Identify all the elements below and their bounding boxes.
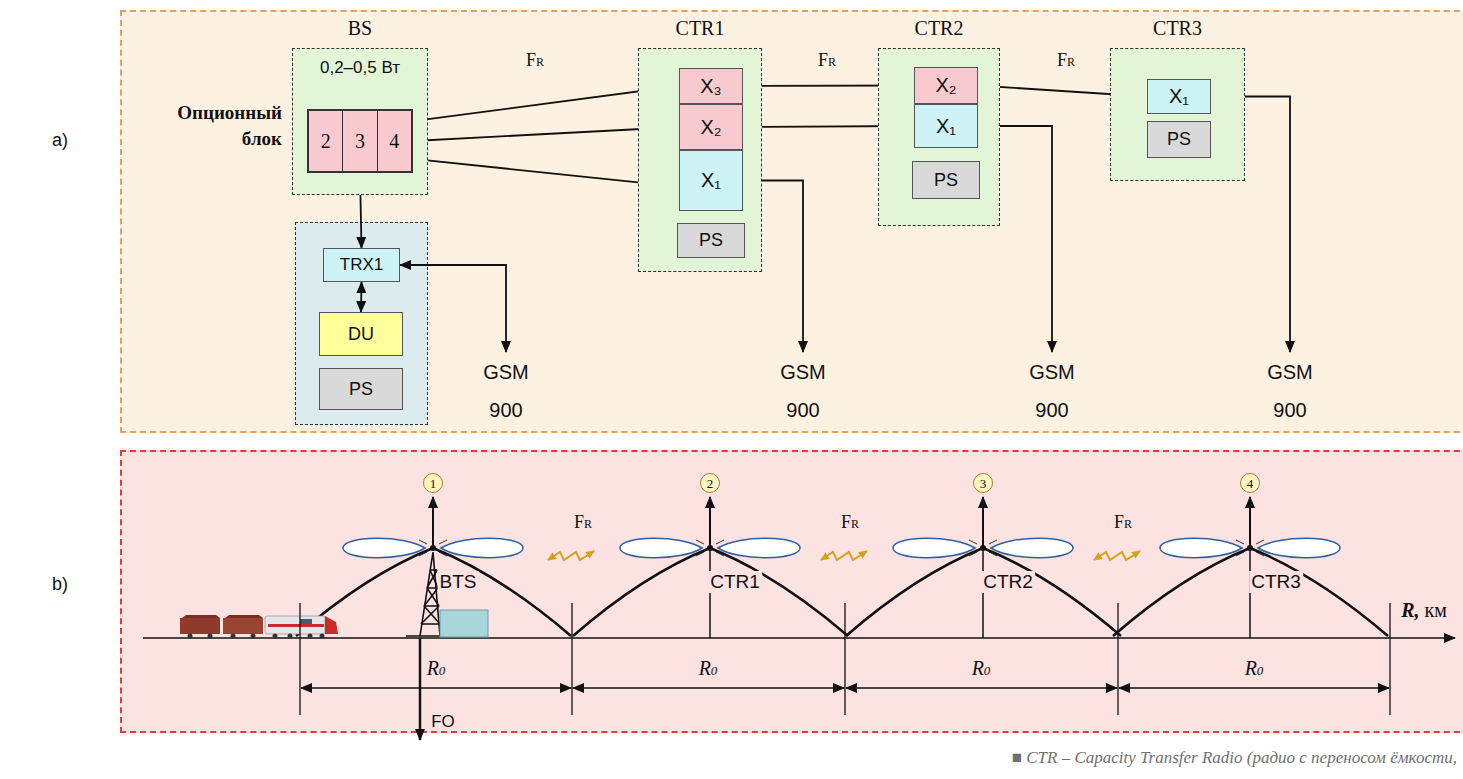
panel-letter: a) <box>52 130 68 151</box>
unit-heading: CTR3 <box>1111 17 1244 40</box>
repeater-box: CTR2X₂X₁PS <box>878 48 1000 226</box>
site-label: CTR3 <box>1249 571 1303 593</box>
frequency-label: FR <box>1112 512 1134 533</box>
channel-box: X₂ <box>679 104 743 150</box>
power-supply-box: PS <box>1147 121 1211 158</box>
box-label: PS <box>699 230 723 251</box>
box-label: X₁ <box>936 115 956 138</box>
gsm-terminal: GSM 900 <box>466 352 546 430</box>
callout-number: 4 <box>1240 473 1260 493</box>
panel-letter: b) <box>52 574 68 595</box>
frequency-label: FR <box>839 512 861 533</box>
repeater-box: CTR3X₁PS <box>1110 48 1245 181</box>
gsm-terminal: GSM 900 <box>1250 352 1330 430</box>
box-label: DU <box>348 324 374 345</box>
site-label: CTR2 <box>981 571 1035 593</box>
box-label: PS <box>1167 129 1191 150</box>
unit-heading: BS <box>293 17 427 40</box>
channel-box: X₁ <box>914 104 978 148</box>
box-label: X₂ <box>935 74 956 97</box>
caption: ■ CTR – Capacity Transfer Radio (радио с… <box>1012 748 1457 768</box>
channel-box: X₃ <box>679 68 743 104</box>
site-label: CTR1 <box>708 571 762 593</box>
repeater-box: CTR1X₃X₂X₁PS <box>638 48 762 272</box>
option-block: 234 <box>307 109 413 173</box>
box-label: 4 <box>1247 477 1254 490</box>
callout-number: 1 <box>423 473 443 493</box>
channel-box: X₁ <box>679 150 743 211</box>
frequency-label: FR <box>816 50 838 71</box>
power-supply-box: PS <box>319 368 403 410</box>
digital-unit-box: DU <box>319 312 403 356</box>
box-label: GSM 900 <box>476 353 536 429</box>
link-arrow <box>360 282 362 312</box>
box-label: GSM 900 <box>1260 353 1320 429</box>
axis-label: R, км <box>1399 599 1449 622</box>
link-arrow <box>400 265 506 352</box>
power-label: 0,2–0,5 Вт <box>293 58 427 78</box>
box-label: GSM 900 <box>1022 353 1082 429</box>
box-label: X₃ <box>700 75 721 98</box>
channel-box: X₁ <box>1147 79 1211 114</box>
channel-box: X₂ <box>914 67 978 104</box>
frequency-label: FR <box>524 50 546 71</box>
slot-number: 3 <box>342 111 376 171</box>
box-label: PS <box>349 379 373 400</box>
gsm-terminal: GSM 900 <box>763 352 843 430</box>
site-label: BTS <box>438 571 479 593</box>
box-label: PS <box>934 170 958 191</box>
slot-number: 4 <box>377 111 411 171</box>
unit-heading: CTR2 <box>879 17 999 40</box>
power-supply-box: PS <box>912 161 980 199</box>
frequency-label: FR <box>1055 50 1077 71</box>
frequency-label: FR <box>572 512 594 533</box>
box-label: 3 <box>980 477 987 490</box>
box-label: X₁ <box>1169 85 1189 108</box>
slot-number: 2 <box>309 111 342 171</box>
box-label: X₁ <box>701 169 721 192</box>
box-label: 1 <box>430 477 437 490</box>
gsm-terminal: GSM 900 <box>1012 352 1092 430</box>
dimension-label: R0 <box>697 657 720 680</box>
box-label: X₂ <box>700 116 721 139</box>
dimension-label: R0 <box>1243 657 1266 680</box>
dimension-label: R0 <box>970 657 993 680</box>
box-label: 2 <box>707 477 714 490</box>
unit-heading: CTR1 <box>639 17 761 40</box>
dimension-label: R0 <box>425 657 448 680</box>
transceiver-box: TRX1 <box>323 248 400 282</box>
base-station-box: BS0,2–0,5 Вт234 <box>292 48 428 195</box>
box-label: TRX1 <box>340 255 383 275</box>
power-supply-box: PS <box>677 223 745 258</box>
callout-number: 3 <box>973 473 993 493</box>
fiber-label: FO <box>431 712 455 732</box>
box-label: GSM 900 <box>773 353 833 429</box>
block-label: Опционный блок <box>172 100 282 151</box>
callout-number: 2 <box>700 473 720 493</box>
